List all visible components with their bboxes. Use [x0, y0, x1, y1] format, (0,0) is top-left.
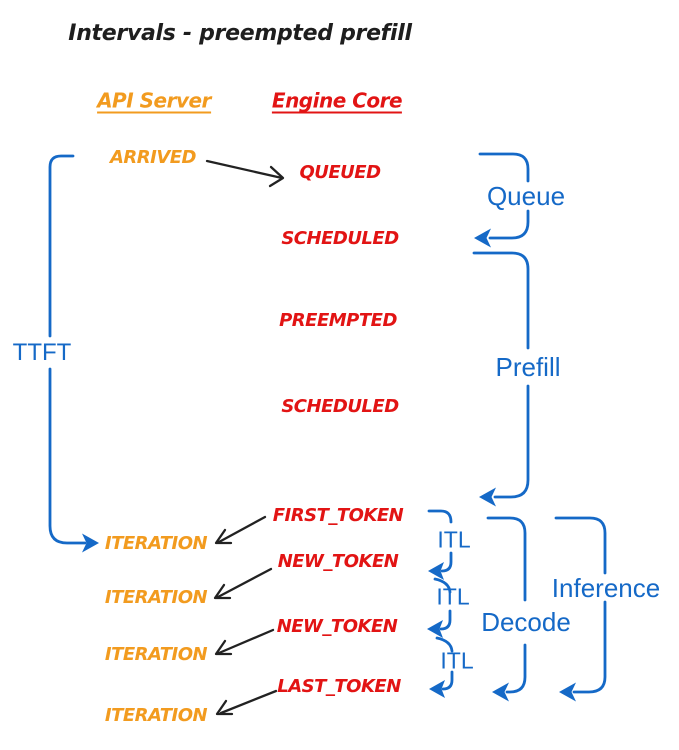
event-scheduled-2: SCHEDULED: [281, 396, 399, 417]
ttft-arrowhead-icon: [82, 533, 99, 553]
event-arrived: ARRIVED: [109, 147, 197, 168]
interval-label-prefill: Prefill: [495, 352, 561, 382]
queue-bracket: [474, 152, 530, 248]
inference-bracket: [554, 516, 607, 702]
inference-arrowhead-icon: [559, 682, 576, 702]
interval-label-itl-2: ITL: [436, 583, 470, 610]
arrow-new-token1-to-iteration: [213, 567, 273, 600]
column-header-engine-core: Engine Core: [271, 88, 403, 114]
event-iteration-4: ITERATION: [104, 705, 208, 726]
itl-arrowhead-2-icon: [427, 620, 443, 638]
queue-arrowhead-icon: [474, 228, 491, 248]
event-scheduled-1: SCHEDULED: [281, 228, 399, 249]
arrowhead-icon: [213, 583, 232, 600]
arrow-new-token2-to-iteration: [214, 628, 275, 656]
event-queued: QUEUED: [299, 162, 381, 183]
interval-label-inference: Inference: [551, 573, 661, 603]
event-first-token: FIRST_TOKEN: [272, 505, 404, 526]
itl-arrowhead-3-icon: [429, 680, 445, 698]
itl-arrowhead-1-icon: [428, 562, 444, 580]
interval-label-ttft: TTFT: [12, 339, 72, 366]
itl-bracket-1: [427, 509, 453, 580]
prefill-arrowhead-icon: [479, 487, 496, 507]
event-preempted: PREEMPTED: [279, 310, 397, 331]
arrowhead-icon: [214, 528, 233, 545]
event-iteration-2: ITERATION: [104, 587, 208, 608]
arrowhead-icon: [214, 639, 233, 656]
itl-bracket-2: [427, 577, 452, 638]
ttft-bracket: [48, 154, 99, 553]
event-new-token-2: NEW_TOKEN: [276, 616, 398, 637]
decode-bracket: [486, 516, 527, 702]
decode-arrowhead-icon: [492, 682, 509, 702]
column-header-api-server: API Server: [97, 88, 211, 114]
arrow-first-token-to-iteration: [214, 515, 267, 545]
arrowhead-icon: [268, 165, 285, 188]
itl-bracket-3: [429, 636, 454, 698]
arrow-arrived-to-queued: [205, 159, 285, 188]
event-iteration-3: ITERATION: [104, 644, 208, 665]
event-new-token-1: NEW_TOKEN: [277, 551, 399, 572]
interval-label-itl-3: ITL: [440, 647, 474, 674]
interval-label-queue: Queue: [486, 181, 566, 211]
arrow-last-token-to-iteration: [215, 689, 278, 716]
arrowhead-icon: [215, 699, 234, 716]
interval-label-decode: Decode: [481, 607, 571, 637]
prefill-bracket: [472, 251, 530, 507]
event-last-token: LAST_TOKEN: [277, 676, 401, 697]
event-iteration-1: ITERATION: [104, 533, 208, 554]
page-title: Intervals - preempted prefill: [68, 21, 412, 46]
interval-label-itl-1: ITL: [437, 526, 471, 553]
